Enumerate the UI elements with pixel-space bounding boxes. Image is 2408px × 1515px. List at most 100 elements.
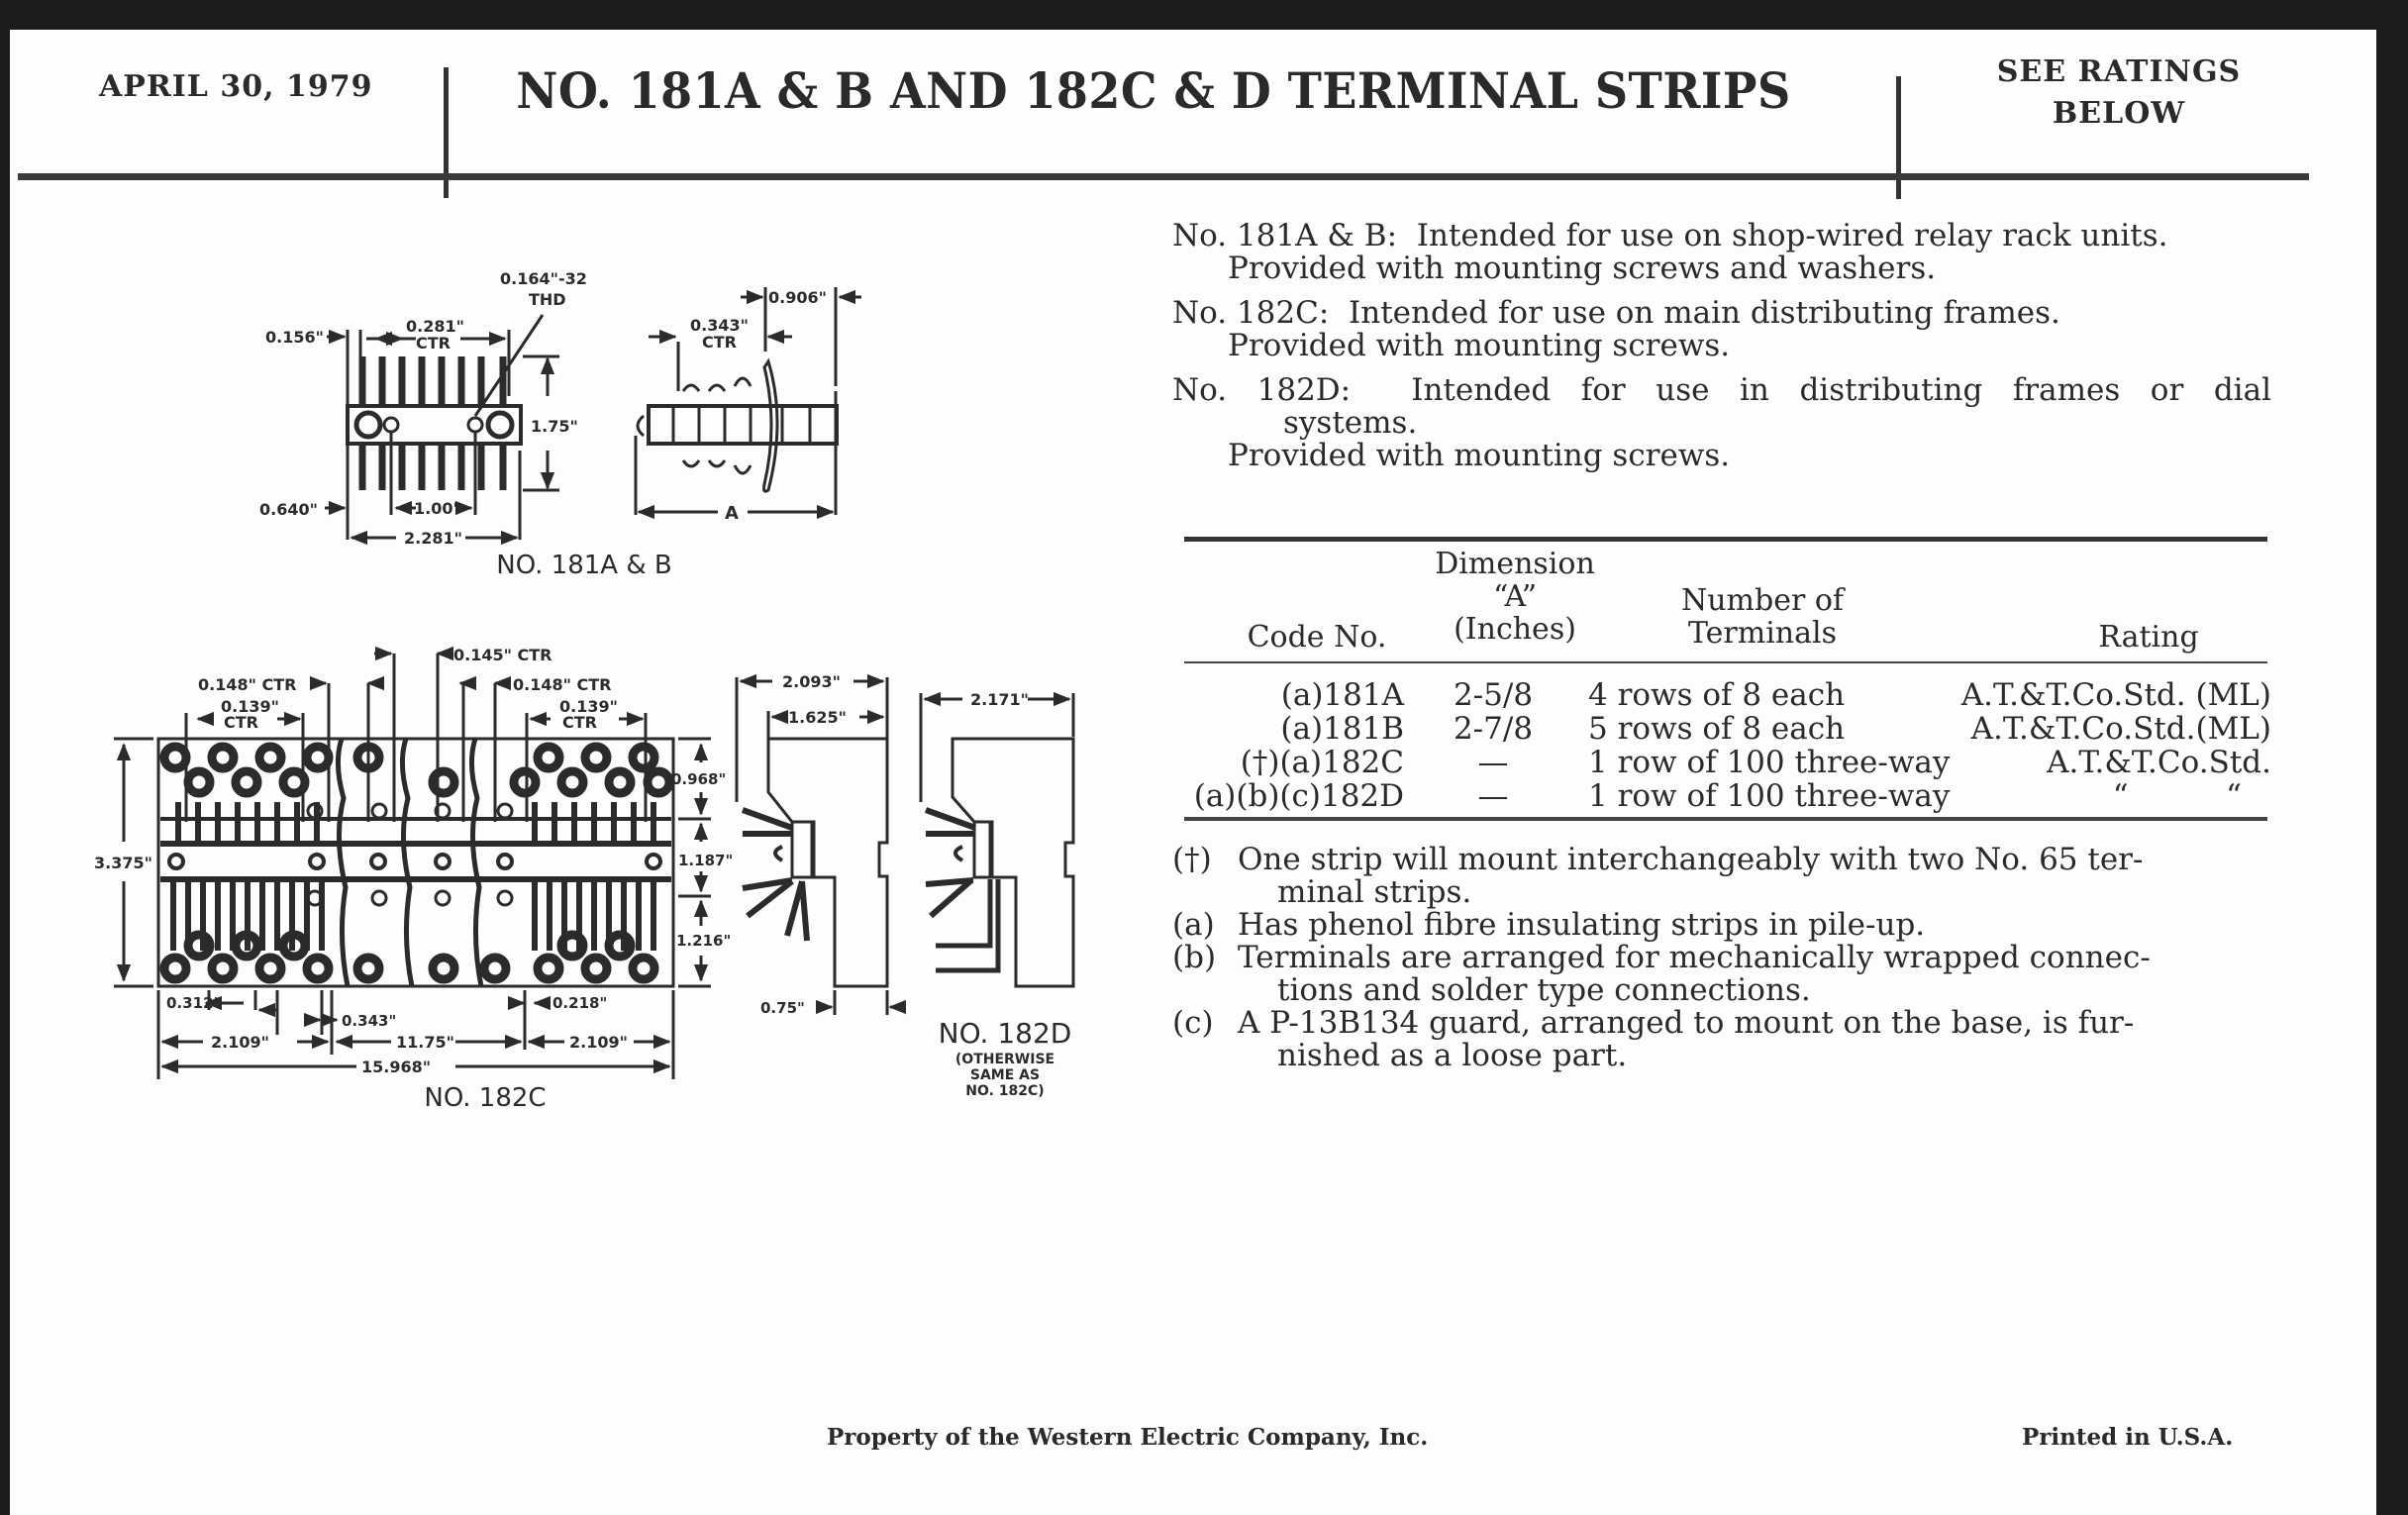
header-dimension-line3: (Inches)	[1454, 612, 1576, 647]
cell-terminals: 1 row of 100 three-way	[1588, 778, 1951, 814]
table-rule-bottom	[1184, 817, 2267, 821]
description-code: No. 182C:	[1172, 295, 1330, 331]
description-182c: No. 182C: Intended for use on main distr…	[1172, 297, 2271, 362]
caption-181ab: NO. 181A & B	[496, 551, 672, 580]
label-ctr: CTR	[702, 333, 737, 352]
label-0968: 0.968"	[671, 770, 726, 788]
description-182d: No. 182D: Intended for use in distributi…	[1172, 374, 2271, 472]
label-ctr-left: CTR	[224, 713, 258, 732]
label-075: 0.75"	[760, 999, 805, 1017]
footnote-text: One strip will mount interchangeably wit…	[1238, 842, 2144, 877]
caption-182c: NO. 182C	[424, 1083, 547, 1113]
footnote-text-cont: tions and solder type connections.	[1277, 972, 1811, 1008]
footnote-text-cont: minal strips.	[1277, 874, 1472, 910]
table-row: (†)(a)182C — 1 row of 100 three-way A.T.…	[1172, 745, 2271, 780]
drawing-182c-side	[735, 673, 907, 1015]
description-text: Intended for use in distributing frames …	[1411, 372, 2271, 408]
description-provided: Provided with mounting screws and washer…	[1228, 251, 1937, 286]
page-title: NO. 181A & B AND 182C & D TERMINAL STRIP…	[516, 61, 1791, 120]
ratings-note-line1: SEE RATINGS	[1996, 54, 2242, 89]
description-text: Intended for use on main distributing fr…	[1349, 295, 2060, 331]
label-dimension-a: A	[725, 503, 739, 524]
description-181ab: No. 181A & B: Intended for use on shop-w…	[1172, 220, 2271, 285]
label-2109-right: 2.109"	[569, 1033, 628, 1052]
label-0148-left: 0.148" CTR	[198, 675, 297, 694]
table-row: (a)181A 2-5/8 4 rows of 8 each A.T.&T.Co…	[1172, 677, 2271, 713]
label-3375: 3.375"	[94, 854, 152, 872]
caption-182d: NO. 182D	[938, 1017, 1072, 1050]
cell-dimension: 2-7/8	[1453, 711, 1534, 747]
label-2281: 2.281"	[404, 529, 462, 548]
label-ctr: CTR	[416, 334, 451, 353]
label-0148-right: 0.148" CTR	[513, 675, 612, 694]
document-date: APRIL 30, 1979	[99, 69, 373, 104]
label-0312: 0.312"	[166, 994, 221, 1012]
description-text-cont: systems.	[1283, 405, 1418, 441]
cell-code: (†)(a)182C	[1240, 745, 1404, 780]
cell-terminals: 1 row of 100 three-way	[1588, 745, 1951, 780]
footnote-mark: (c)	[1172, 1005, 1214, 1041]
footnote-dagger: (†) One strip will mount interchangeably…	[1172, 844, 2261, 909]
drawing-182d-labels: 2.171"	[970, 690, 1029, 709]
cell-terminals: 5 rows of 8 each	[1588, 711, 1846, 747]
cell-code: (a)181B	[1280, 711, 1404, 747]
description-provided: Provided with mounting screws.	[1228, 328, 1731, 363]
ratings-note-line2: BELOW	[2052, 96, 2186, 131]
label-0145: 0.145" CTR	[453, 646, 552, 664]
footnote-mark: (†)	[1172, 842, 1212, 877]
description-text: Intended for use on shop-wired relay rac…	[1416, 218, 2168, 253]
label-0906: 0.906"	[768, 288, 827, 307]
footnote-mark: (a)	[1172, 907, 1215, 943]
header-rule	[18, 173, 2309, 180]
header-divider-left	[444, 67, 449, 198]
table-row: (a)181B 2-7/8 5 rows of 8 each A.T.&T.Co…	[1172, 711, 2271, 747]
label-15968: 15.968"	[361, 1058, 431, 1076]
cell-terminals: 4 rows of 8 each	[1588, 677, 1846, 713]
table-rule-mid	[1184, 661, 2267, 663]
label-0156: 0.156"	[265, 328, 324, 347]
label-0281: 0.281"	[406, 317, 464, 336]
label-thread: 0.164"-32	[500, 269, 587, 288]
label-1625: 1.625"	[788, 708, 847, 727]
label-175: 1.75"	[531, 417, 578, 436]
description-code: No. 181A & B:	[1172, 218, 1398, 253]
label-0343: 0.343"	[690, 316, 749, 335]
footnote-mark: (b)	[1172, 940, 1217, 975]
cell-rating: A.T.&T.Co.Std.(ML)	[1970, 711, 2271, 747]
drawing-181ab-front	[325, 314, 559, 546]
header-dimension-a: Dimension “A” (Inches)	[1416, 548, 1614, 646]
cell-code: (a)(b)(c)182D	[1193, 778, 1404, 814]
label-2093: 2.093"	[782, 672, 841, 691]
footnote-text: Has phenol fibre insulating strips in pi…	[1238, 907, 1926, 943]
footnote-text-cont: nished as a loose part.	[1277, 1038, 1628, 1073]
label-100: 1.00"	[414, 499, 461, 518]
drawing-182c-labels: 0.148" CTR 0.139" CTR 0.145" CTR 0.148" …	[94, 646, 733, 1076]
drawing-182c-side-labels: 2.093" 1.625" 0.75"	[760, 672, 847, 1017]
header-divider-right	[1896, 76, 1901, 199]
table-row: (a)(b)(c)182D — 1 row of 100 three-way “…	[1172, 778, 2271, 814]
description-provided: Provided with mounting screws.	[1228, 438, 1731, 473]
ratings-note: SEE RATINGS BELOW	[1911, 51, 2327, 135]
drawing-182c-front	[114, 646, 711, 1079]
label-ctr-right: CTR	[562, 713, 597, 732]
table-rule-top	[1184, 537, 2267, 542]
label-1187: 1.187"	[678, 852, 733, 869]
drawing-181ab-side-labels: 0.906" 0.343" CTR A	[690, 288, 827, 524]
cell-dimension: —	[1477, 778, 1509, 814]
caption-182d-note-line1: (OTHERWISE	[954, 1052, 1055, 1067]
label-2109-left: 2.109"	[211, 1033, 269, 1052]
product-descriptions: No. 181A & B: Intended for use on shop-w…	[1172, 220, 2271, 484]
footer-printed: Printed in U.S.A.	[2022, 1424, 2234, 1451]
footer-property: Property of the Western Electric Company…	[827, 1424, 1429, 1451]
header-dimension-line1: Dimension	[1435, 547, 1595, 581]
footnote-a: (a) Has phenol fibre insulating strips i…	[1172, 909, 2261, 942]
cell-rating: “ “	[2112, 778, 2242, 814]
cell-dimension: 2-5/8	[1453, 677, 1534, 713]
cell-rating: A.T.&T.Co.Std.	[2047, 745, 2271, 780]
label-1216: 1.216"	[676, 932, 731, 950]
caption-182d-note: (OTHERWISE SAME AS NO. 182C)	[916, 1052, 1094, 1099]
cell-dimension: —	[1477, 745, 1509, 780]
label-0218: 0.218"	[552, 994, 607, 1012]
drawing-182d-side	[919, 691, 1075, 988]
